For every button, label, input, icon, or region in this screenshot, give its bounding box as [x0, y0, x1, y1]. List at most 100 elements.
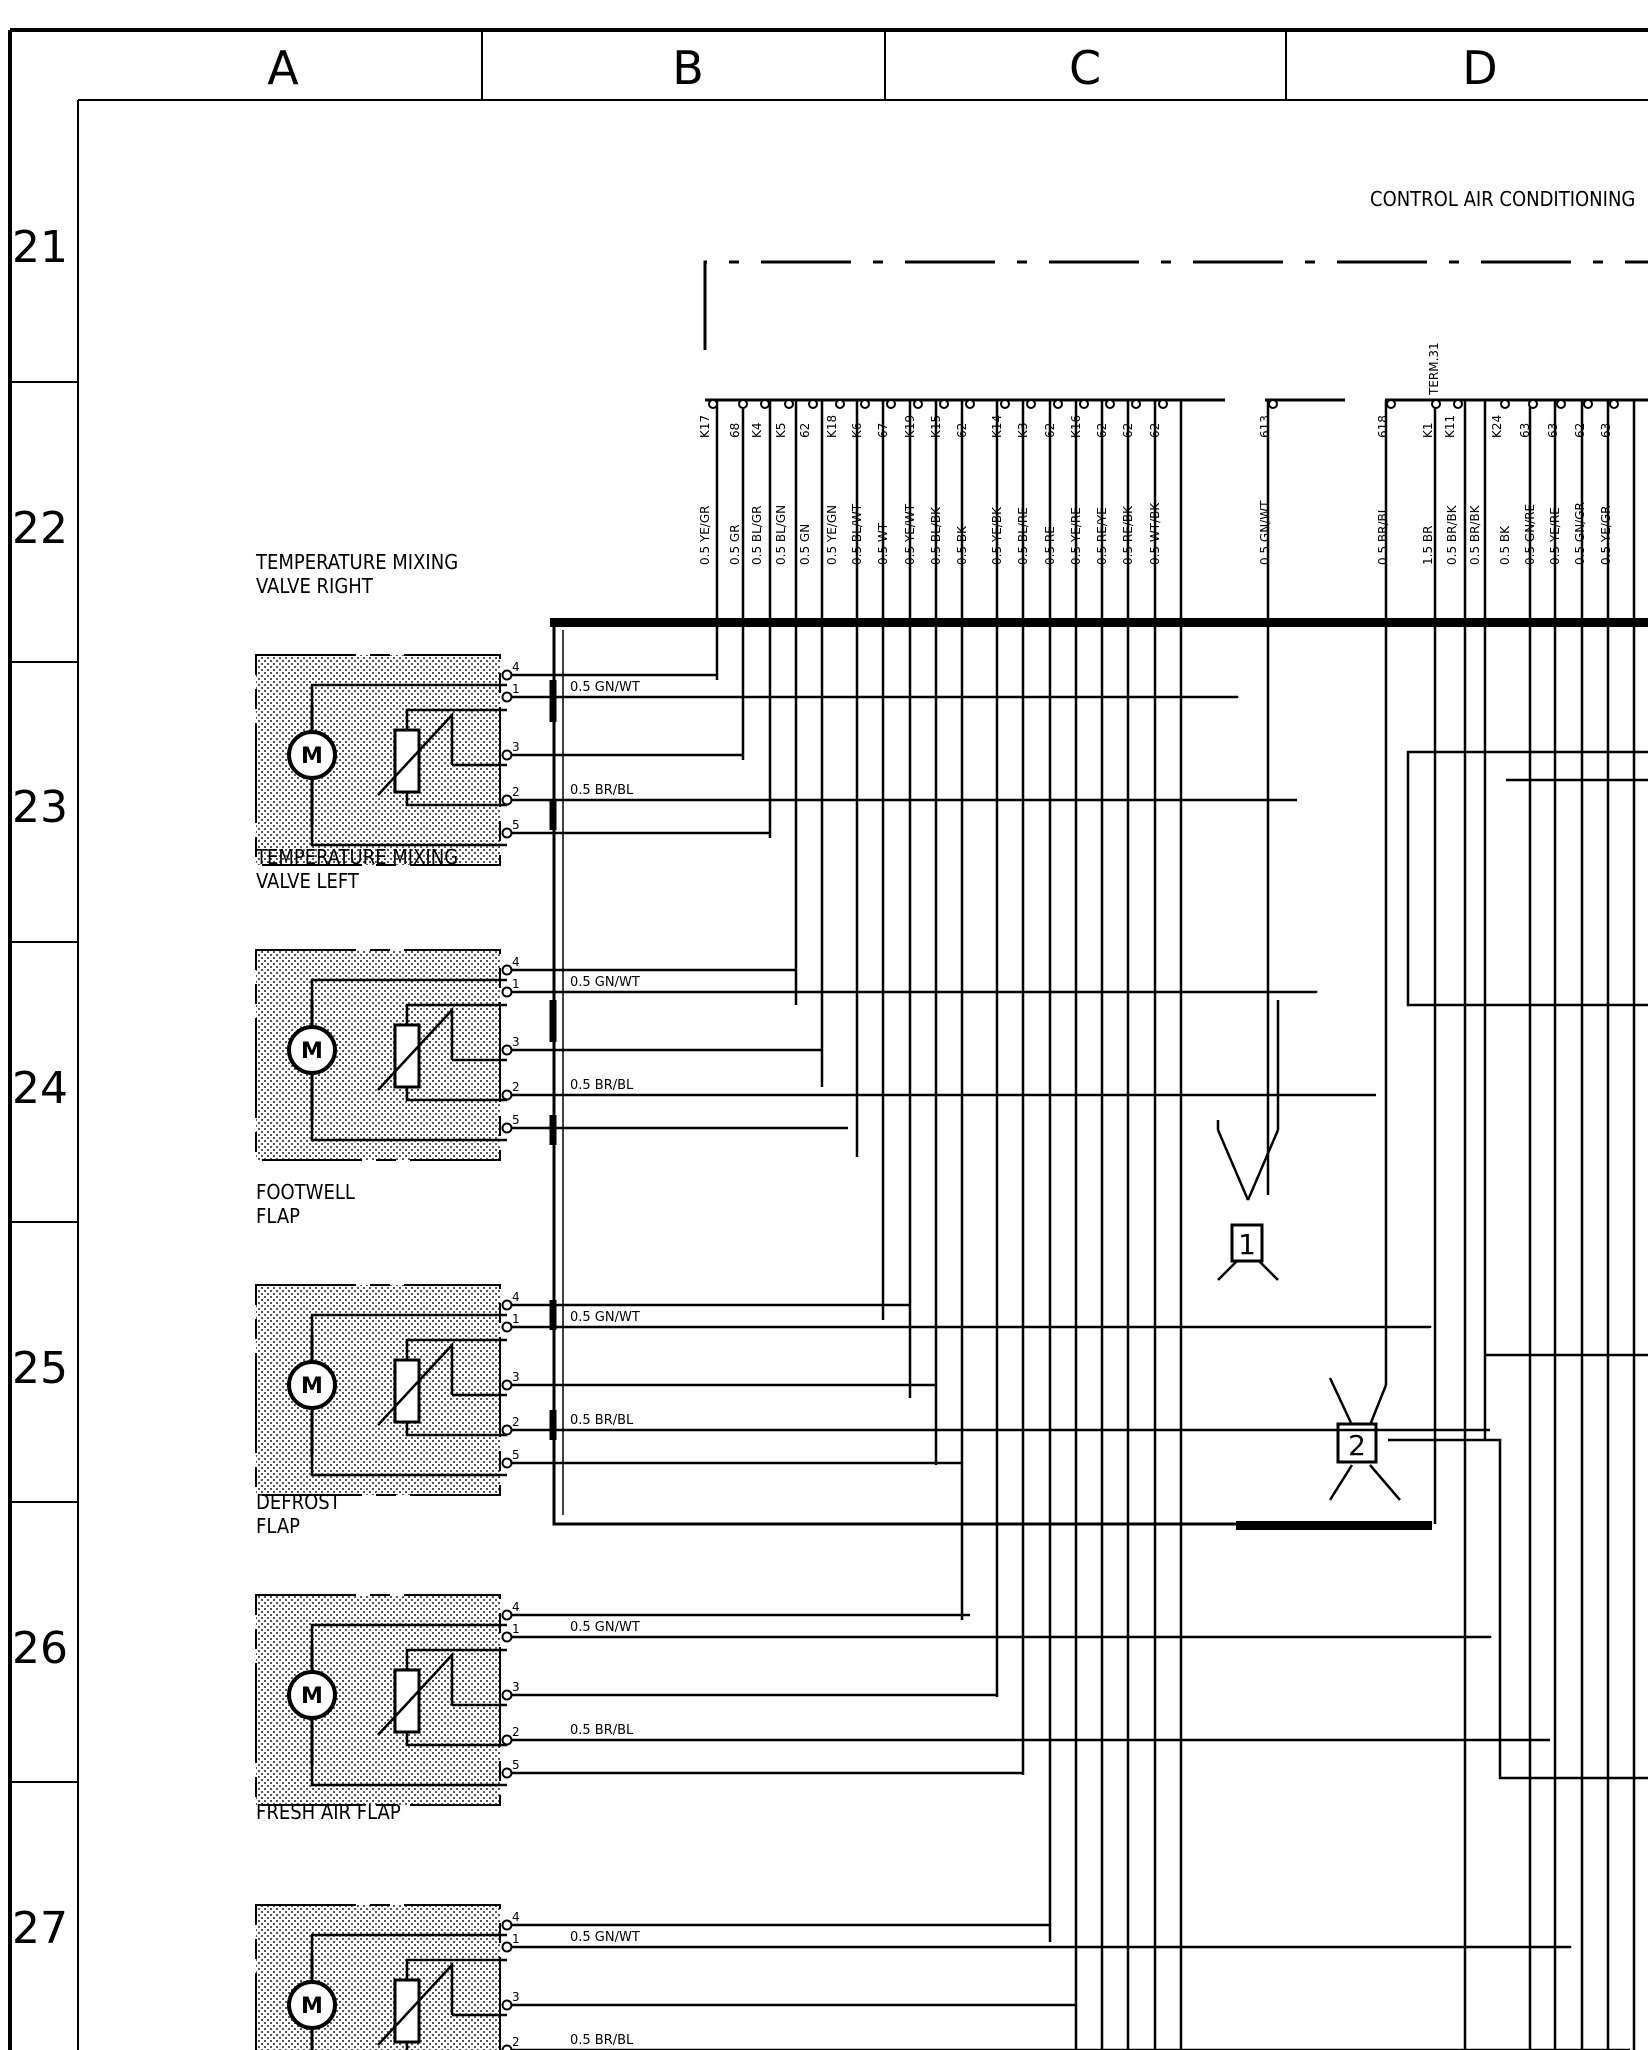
connector-pin-terminal	[1500, 399, 1510, 409]
pin-number: 5	[512, 1758, 520, 1772]
pin-number: 4	[512, 1600, 520, 1614]
connector-pin-label: 613	[1258, 415, 1272, 438]
terminal-icon	[501, 1457, 513, 1469]
pin-number: 5	[512, 1448, 520, 1462]
pin-number: 2	[512, 1725, 520, 1739]
pin-number: 2	[512, 2035, 520, 2049]
connector-wire-label: 0.5 BL/RE	[1016, 507, 1030, 565]
terminal-icon	[501, 1609, 513, 1621]
pin-number: 2	[512, 785, 520, 799]
potentiometer-icon	[393, 1978, 421, 2044]
terminal-icon	[501, 1767, 513, 1779]
connector-pin-terminal	[965, 399, 975, 409]
connector-pin-terminal	[913, 399, 923, 409]
terminal-icon	[501, 1044, 513, 1056]
connector-pin-label: 63	[1599, 423, 1613, 438]
connector-wire-label: 0.5 RE	[1043, 526, 1057, 565]
wire-label-gn-wt: 0.5 GN/WT	[570, 1930, 640, 1945]
connector-pin-label: 62	[1573, 423, 1587, 438]
connector-wire-label: 0.5 YE/RE	[1069, 507, 1083, 565]
motor-symbol: M	[301, 1994, 323, 2019]
connector-pin-label: 62	[1121, 423, 1135, 438]
connector-pin-label: K16	[1069, 415, 1083, 438]
connector-pin-terminal	[760, 399, 770, 409]
connector-pin-terminal	[1131, 399, 1141, 409]
terminal-icon	[501, 1734, 513, 1746]
connector-wire-label: 0.5 YE/GR	[1599, 506, 1613, 566]
connector-pin-label: 62	[798, 423, 812, 438]
terminal-icon	[501, 691, 513, 703]
connector-wire-label: 1.5 BR	[1421, 526, 1435, 565]
wire-label-gn-wt: 0.5 GN/WT	[570, 680, 640, 695]
pin-number: 3	[512, 1370, 520, 1384]
wire-label-br-bl: 0.5 BR/BL	[570, 2033, 634, 2048]
terminal-icon	[501, 1299, 513, 1311]
connector-pin-label: K1	[1421, 422, 1435, 438]
connector-pin-label: 63	[1546, 423, 1560, 438]
wire-label-br-bl: 0.5 BR/BL	[570, 1078, 634, 1093]
connector-pin-terminal	[738, 399, 748, 409]
connector-wire-label: 0.5 RE/BK	[1121, 505, 1135, 565]
wire-label-br-bl: 0.5 BR/BL	[570, 1413, 634, 1428]
connector-pin-terminal	[1105, 399, 1115, 409]
connector-wire-label: 0.5 BR/BK	[1468, 504, 1482, 565]
connector-pin-terminal	[860, 399, 870, 409]
connector-wire-label: 0.5 WT/BK	[1148, 502, 1162, 565]
terminal-icon	[501, 1941, 513, 1953]
wire-label-gn-wt: 0.5 GN/WT	[570, 1310, 640, 1325]
component-name-line2: FLAP	[256, 1204, 300, 1228]
component-name: FRESH AIR FLAP	[256, 1800, 401, 1824]
connector-wire-label: 0.5 RE/YE	[1095, 507, 1109, 565]
component-name: FOOTWELL	[256, 1180, 355, 1204]
pin-number: 2	[512, 1415, 520, 1429]
pin-number: 3	[512, 1990, 520, 2004]
connector-pin-terminal	[1583, 399, 1593, 409]
connector-pin-terminal	[1609, 399, 1619, 409]
connector-pin-terminal	[1026, 399, 1036, 409]
wire-label-gn-wt: 0.5 GN/WT	[570, 975, 640, 990]
row-label-24: 24	[12, 1063, 68, 1114]
connector-pin-terminal	[1431, 399, 1441, 409]
connector-wire-label: 0.5 YE/BK	[990, 506, 1004, 565]
connector-pin-terminal	[808, 399, 818, 409]
connector-pin-label: K14	[990, 415, 1004, 438]
terminal-icon	[501, 1999, 513, 2011]
column-label-b: B	[672, 41, 704, 95]
term-31-label: TERM.31	[1427, 342, 1441, 396]
component-name: DEFROST	[256, 1490, 342, 1514]
pin-number: 1	[512, 1622, 520, 1636]
connector-pin-label: K18	[825, 415, 839, 438]
pin-number: 3	[512, 1035, 520, 1049]
component-name: TEMPERATURE MIXING	[255, 845, 458, 869]
splice-1: 1	[1216, 1000, 1280, 1281]
column-label-d: D	[1462, 41, 1497, 95]
ground-bus-bar	[1236, 1521, 1432, 1530]
terminal-icon	[501, 1379, 513, 1391]
connector-wire-label: 0.5 BL/BK	[929, 506, 943, 565]
connector-wire-label: 0.5 BK	[955, 525, 969, 565]
connector-pin-terminal	[1158, 399, 1168, 409]
connector-pin-terminal	[1556, 399, 1566, 409]
row-label-21: 21	[12, 222, 68, 273]
row-label-26: 26	[12, 1623, 68, 1674]
connector-wire-label: 0.5 BR/BK	[1445, 504, 1459, 565]
connector-pin-terminal	[1453, 399, 1463, 409]
component-housing	[255, 1904, 501, 2050]
main-harness-bar	[550, 618, 1648, 627]
terminal-icon	[501, 1321, 513, 1333]
control-unit-title: CONTROL AIR CONDITIONING	[1370, 187, 1635, 211]
potentiometer-icon	[393, 1358, 421, 1424]
pin-number: 1	[512, 1312, 520, 1326]
connector-pin-terminal	[784, 399, 794, 409]
row-label-23: 23	[12, 782, 68, 833]
connector-wire-label: 0.5 GN	[798, 524, 812, 565]
terminal-icon	[501, 827, 513, 839]
pin-number: 2	[512, 1080, 520, 1094]
connector-pin-label: K6	[850, 422, 864, 438]
component-name-line2: FLAP	[256, 1514, 300, 1538]
